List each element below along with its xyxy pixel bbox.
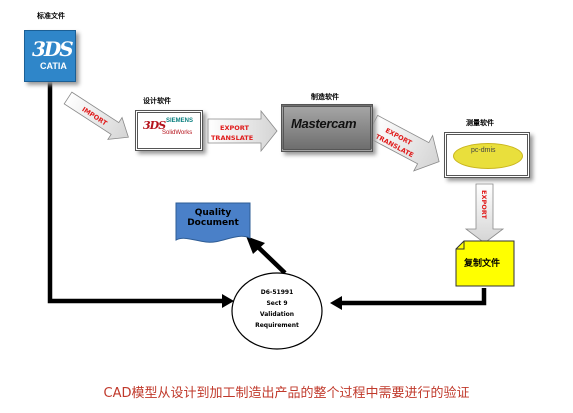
requirement-to-quality-line (256, 245, 287, 275)
catia-wordmark: CATIA (40, 61, 67, 71)
export-translate-arrow-2: EXPORT TRANSLATE (365, 114, 440, 172)
requirement-ellipse (231, 272, 323, 350)
copy-file-shape (455, 240, 515, 287)
quality-document-line-1: Quality (194, 208, 232, 218)
standard-software-label: 标准文件 (37, 12, 65, 20)
measurement-software-label: 测量软件 (466, 119, 494, 127)
solidworks-ds-icon: 3DS (143, 119, 166, 132)
ds-mark-icon: 3DS (32, 37, 74, 61)
catia-to-requirement-line (47, 82, 222, 304)
requirement-line-1: D6-51991 (260, 289, 294, 296)
manufacturing-software-label: 制造软件 (311, 93, 339, 101)
export-label-3: EXPORT (480, 190, 488, 219)
copy-to-requirement-line (342, 288, 487, 306)
quality-document-label: Quality Document (176, 208, 250, 228)
quality-document-shape (175, 202, 251, 243)
solidworks-wordmark: SolidWorks (162, 130, 193, 136)
catia-logo: 3DS CATIA (24, 30, 76, 82)
diagram-caption: CAD模型从设计到加工制造出产品的整个过程中需要进行的验证 (103, 386, 470, 401)
siemens-wordmark: SIEMENS (166, 118, 194, 124)
translate-label-1: TRANSLATE (211, 134, 253, 142)
copy-file-fold (456, 241, 465, 250)
export-arrow-3: EXPORT (464, 183, 505, 244)
design-software-label: 设计软件 (143, 97, 171, 105)
quality-document-line-2: Document (187, 218, 239, 228)
import-arrow: IMPORT (63, 91, 129, 140)
pcdmis-box: pc-dmis (444, 132, 530, 178)
requirement-line-2: Sect 9 (266, 300, 288, 307)
design-software-box: 3DS SIEMENS SolidWorks (135, 110, 203, 151)
export-translate-arrow-1: EXPORT TRANSLATE (207, 109, 278, 153)
copy-connector-arrowhead (330, 296, 342, 310)
pcdmis-logo (453, 143, 523, 169)
mastercam-box: Mastercam (281, 104, 373, 152)
quality-connector-arrowhead (246, 236, 265, 254)
export-label-1: EXPORT (220, 124, 249, 132)
requirement-label: D6-51991 Sect 9 Validation Requirement (236, 287, 318, 331)
mastercam-wordmark: Mastercam (291, 116, 357, 131)
copy-file-label: 复制文件 (464, 259, 501, 269)
catia-connector-arrowhead (222, 294, 234, 308)
pcdmis-wordmark: pc-dmis (471, 147, 496, 154)
requirement-line-4: Requirement (255, 322, 299, 329)
requirement-line-3: Validation (259, 311, 295, 318)
